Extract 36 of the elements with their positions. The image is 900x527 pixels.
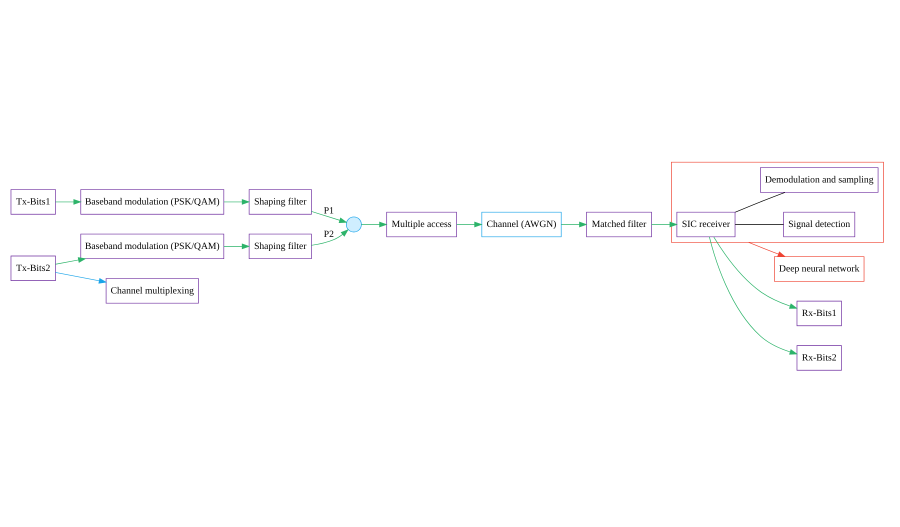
arrow <box>748 242 786 257</box>
edge-label: P1 <box>324 206 334 217</box>
edge-label: P2 <box>324 228 334 240</box>
connector <box>734 192 786 213</box>
node-box: Rx-Bits1 <box>796 300 842 326</box>
node-box: Signal detection <box>783 212 856 238</box>
node-box: Tx-Bits1 <box>10 189 56 215</box>
node-box: Rx-Bits2 <box>796 345 842 371</box>
arrow <box>361 222 388 228</box>
node-box: Shaping filter <box>248 189 312 215</box>
node-box: Matched filter <box>586 212 652 238</box>
arrow <box>224 199 250 205</box>
node-box: Multiple access <box>386 212 457 238</box>
arrow <box>651 222 678 228</box>
node-circle <box>346 216 362 232</box>
arrow <box>456 222 483 228</box>
arrow <box>311 229 349 246</box>
connector <box>734 224 784 225</box>
arrow <box>224 244 250 250</box>
node-box: Baseband modulation (PSK/QAM) <box>80 234 224 260</box>
node-box: Tx-Bits2 <box>10 256 56 281</box>
arrow <box>55 272 108 284</box>
arrow <box>311 211 348 223</box>
node-box: Shaping filter <box>248 234 312 260</box>
node-box: Deep neural network <box>774 256 864 282</box>
node-box: Baseband modulation (PSK/QAM) <box>80 189 224 215</box>
arrow <box>713 236 798 309</box>
cluster <box>671 162 884 243</box>
arrow <box>709 236 798 355</box>
node-box: SIC receiver <box>676 212 736 238</box>
arrow <box>560 222 588 228</box>
arrow <box>55 257 86 265</box>
arrow <box>55 199 82 205</box>
node-box: Channel (AWGN) <box>481 212 562 238</box>
node-box: Demodulation and sampling <box>760 167 878 193</box>
node-box: Channel multiplexing <box>106 278 199 304</box>
